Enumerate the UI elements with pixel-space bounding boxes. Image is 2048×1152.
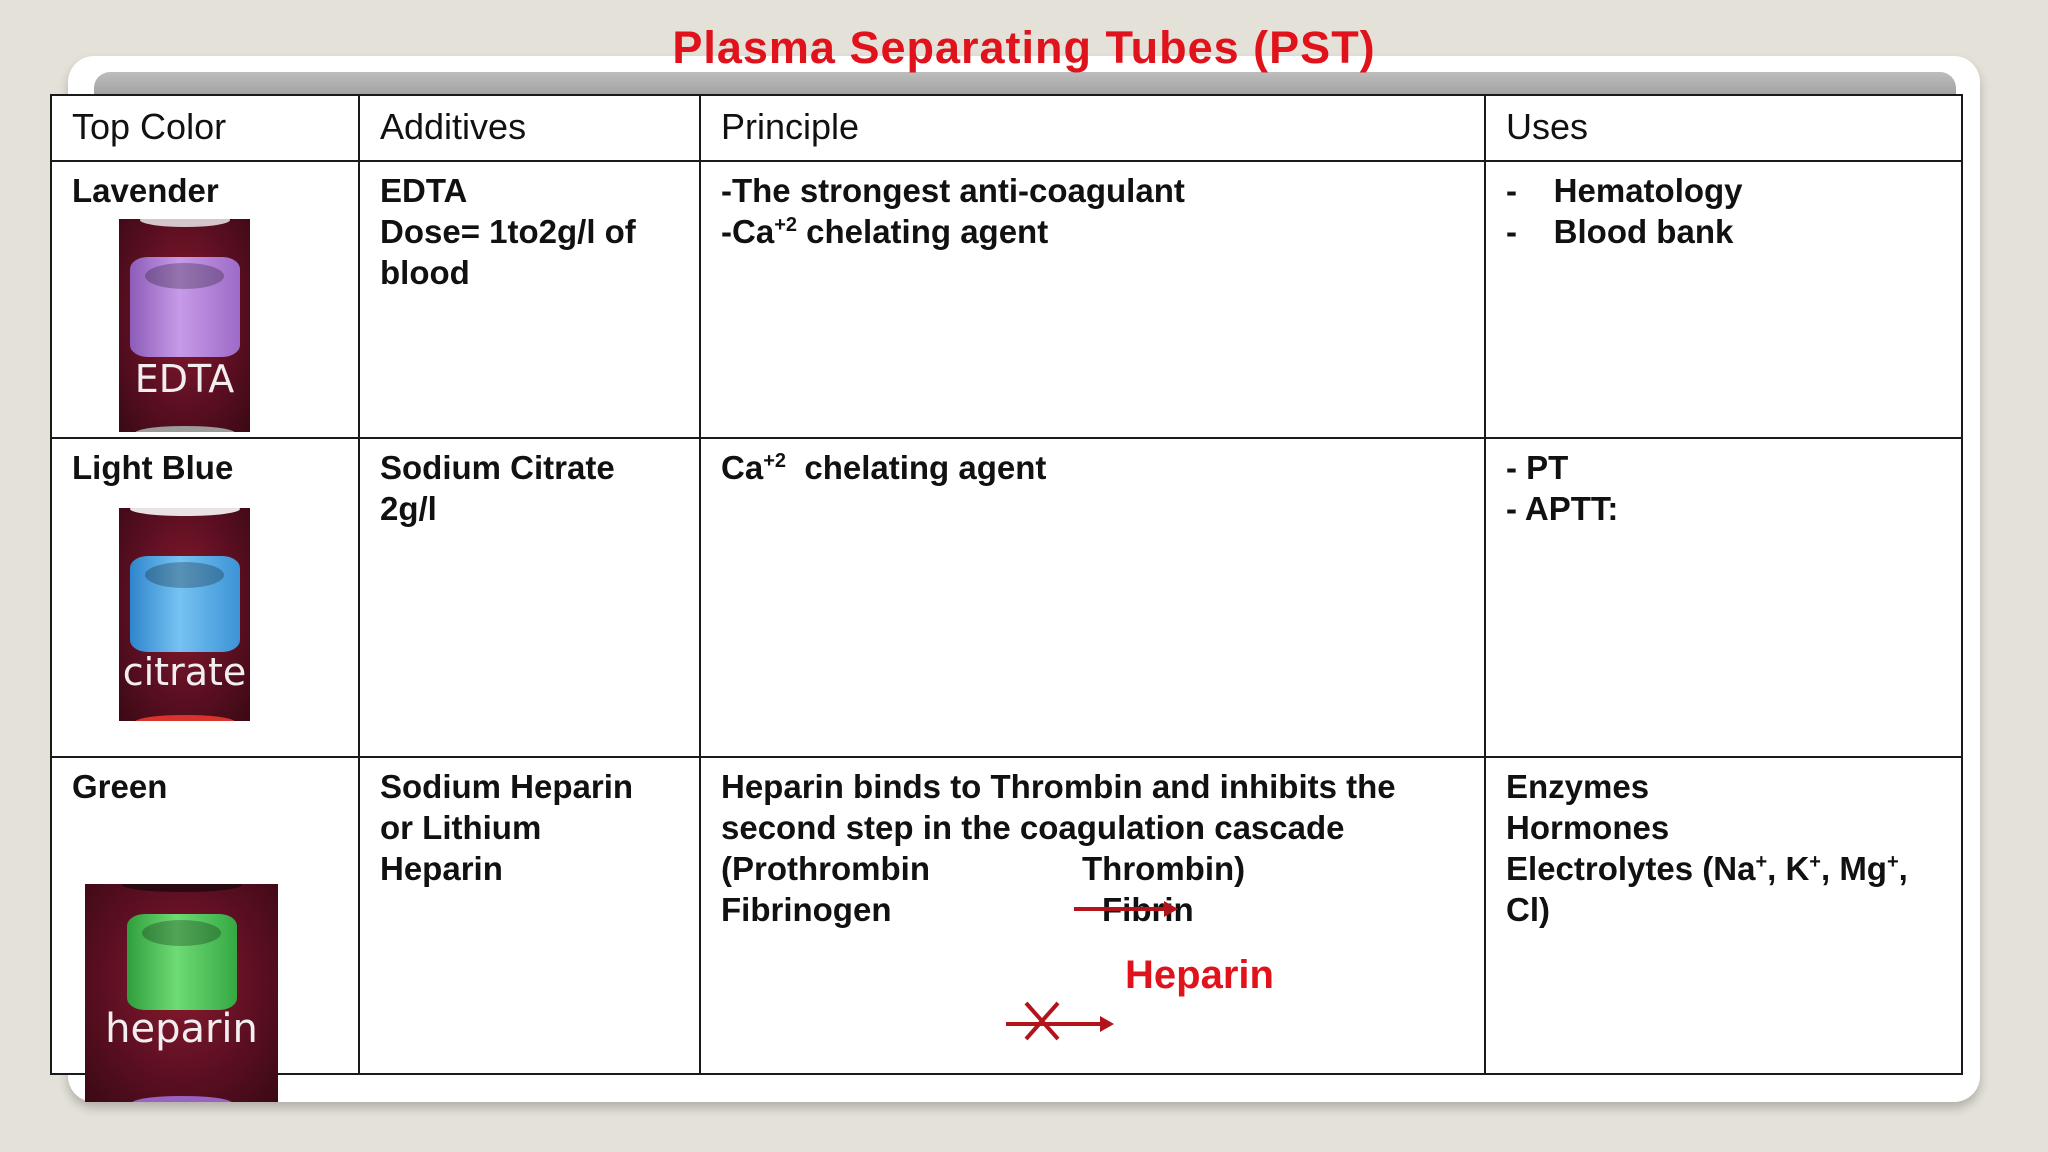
row-light-blue-additives: Sodium Citrate 2g/l xyxy=(360,439,699,529)
additive-line: Sodium Citrate xyxy=(380,449,615,486)
row-divider xyxy=(52,160,1961,162)
green-tube-image: heparin xyxy=(85,884,278,1102)
column-divider xyxy=(1484,96,1486,1073)
row-lavender-color: Lavender xyxy=(52,162,358,211)
top-color-label: Lavender xyxy=(72,172,219,209)
use-item: - Hematology xyxy=(1506,172,1743,209)
row-light-blue-principle: Ca+2 chelating agent xyxy=(701,439,1484,488)
slide-title: Plasma Separating Tubes (PST) xyxy=(672,22,1376,73)
principle-line: -Ca+2 chelating agent xyxy=(721,213,1049,250)
additive-line: 2g/l xyxy=(380,490,437,527)
row-green-uses: Enzymes Hormones Electrolytes (Na+, K+, … xyxy=(1486,758,1963,930)
green-cap xyxy=(126,914,237,1010)
tube-label: EDTA xyxy=(134,357,235,401)
additive-line: EDTA xyxy=(380,172,468,209)
principle-line: second step in the coagulation cascade xyxy=(721,809,1345,846)
row-divider xyxy=(52,756,1961,758)
use-item: Electrolytes (Na+, K+, Mg+, xyxy=(1506,850,1908,887)
heparin-annotation: Heparin xyxy=(1125,953,1274,997)
fibrinogen-label: Fibrinogen xyxy=(721,891,892,928)
additive-line: Sodium Heparin xyxy=(380,768,634,805)
row-light-blue-color: Light Blue xyxy=(52,439,358,488)
header-top-color: Top Color xyxy=(72,106,227,147)
light-blue-cap xyxy=(129,556,240,652)
lavender-tube-image: EDTA xyxy=(119,219,250,432)
use-item: Enzymes xyxy=(1506,768,1650,805)
blocked-fibrin-arrow-icon xyxy=(1006,1001,1114,1041)
use-item: Cl) xyxy=(1506,891,1550,928)
additive-line: blood xyxy=(380,254,470,291)
column-divider xyxy=(699,96,701,1073)
row-lavender-principle: -The strongest anti-coagulant -Ca+2 chel… xyxy=(701,162,1484,252)
use-item: - APTT: xyxy=(1506,490,1619,527)
principle-line: -The strongest anti-coagulant xyxy=(721,172,1185,209)
column-divider xyxy=(358,96,360,1073)
row-lavender-uses: - Hematology - Blood bank xyxy=(1486,162,1963,252)
principle-line: Heparin binds to Thrombin and inhibits t… xyxy=(721,768,1396,805)
row-divider xyxy=(52,437,1961,439)
prothrombin-arrow-icon xyxy=(1074,901,1178,917)
tube-label: citrate xyxy=(122,650,247,694)
top-color-label: Green xyxy=(72,768,168,805)
use-item: - Blood bank xyxy=(1506,213,1734,250)
light-blue-tube-image: citrate xyxy=(119,508,250,721)
additive-line: or Lithium xyxy=(380,809,542,846)
tube-label: heparin xyxy=(105,1006,258,1052)
use-item: - PT xyxy=(1506,449,1569,486)
header-additives: Additives xyxy=(380,106,527,147)
additive-line: Dose= 1to2g/l of xyxy=(380,213,636,250)
header-uses: Uses xyxy=(1506,106,1589,147)
row-green-additives: Sodium Heparin or Lithium Heparin xyxy=(360,758,699,889)
principle-line: Ca+2 chelating agent xyxy=(721,449,1047,486)
row-green-color: Green xyxy=(52,758,358,807)
lavender-cap xyxy=(129,257,240,357)
top-color-label: Light Blue xyxy=(72,449,234,486)
slide-header-bar xyxy=(94,72,1956,98)
additive-line: Heparin xyxy=(380,850,503,887)
use-item: Hormones xyxy=(1506,809,1670,846)
row-light-blue-uses: - PT - APTT: xyxy=(1486,439,1963,529)
row-lavender-additives: EDTA Dose= 1to2g/l of blood xyxy=(360,162,699,293)
pst-table: Top Color Additives Principle Uses Laven… xyxy=(50,94,1963,1102)
header-principle: Principle xyxy=(721,106,860,147)
